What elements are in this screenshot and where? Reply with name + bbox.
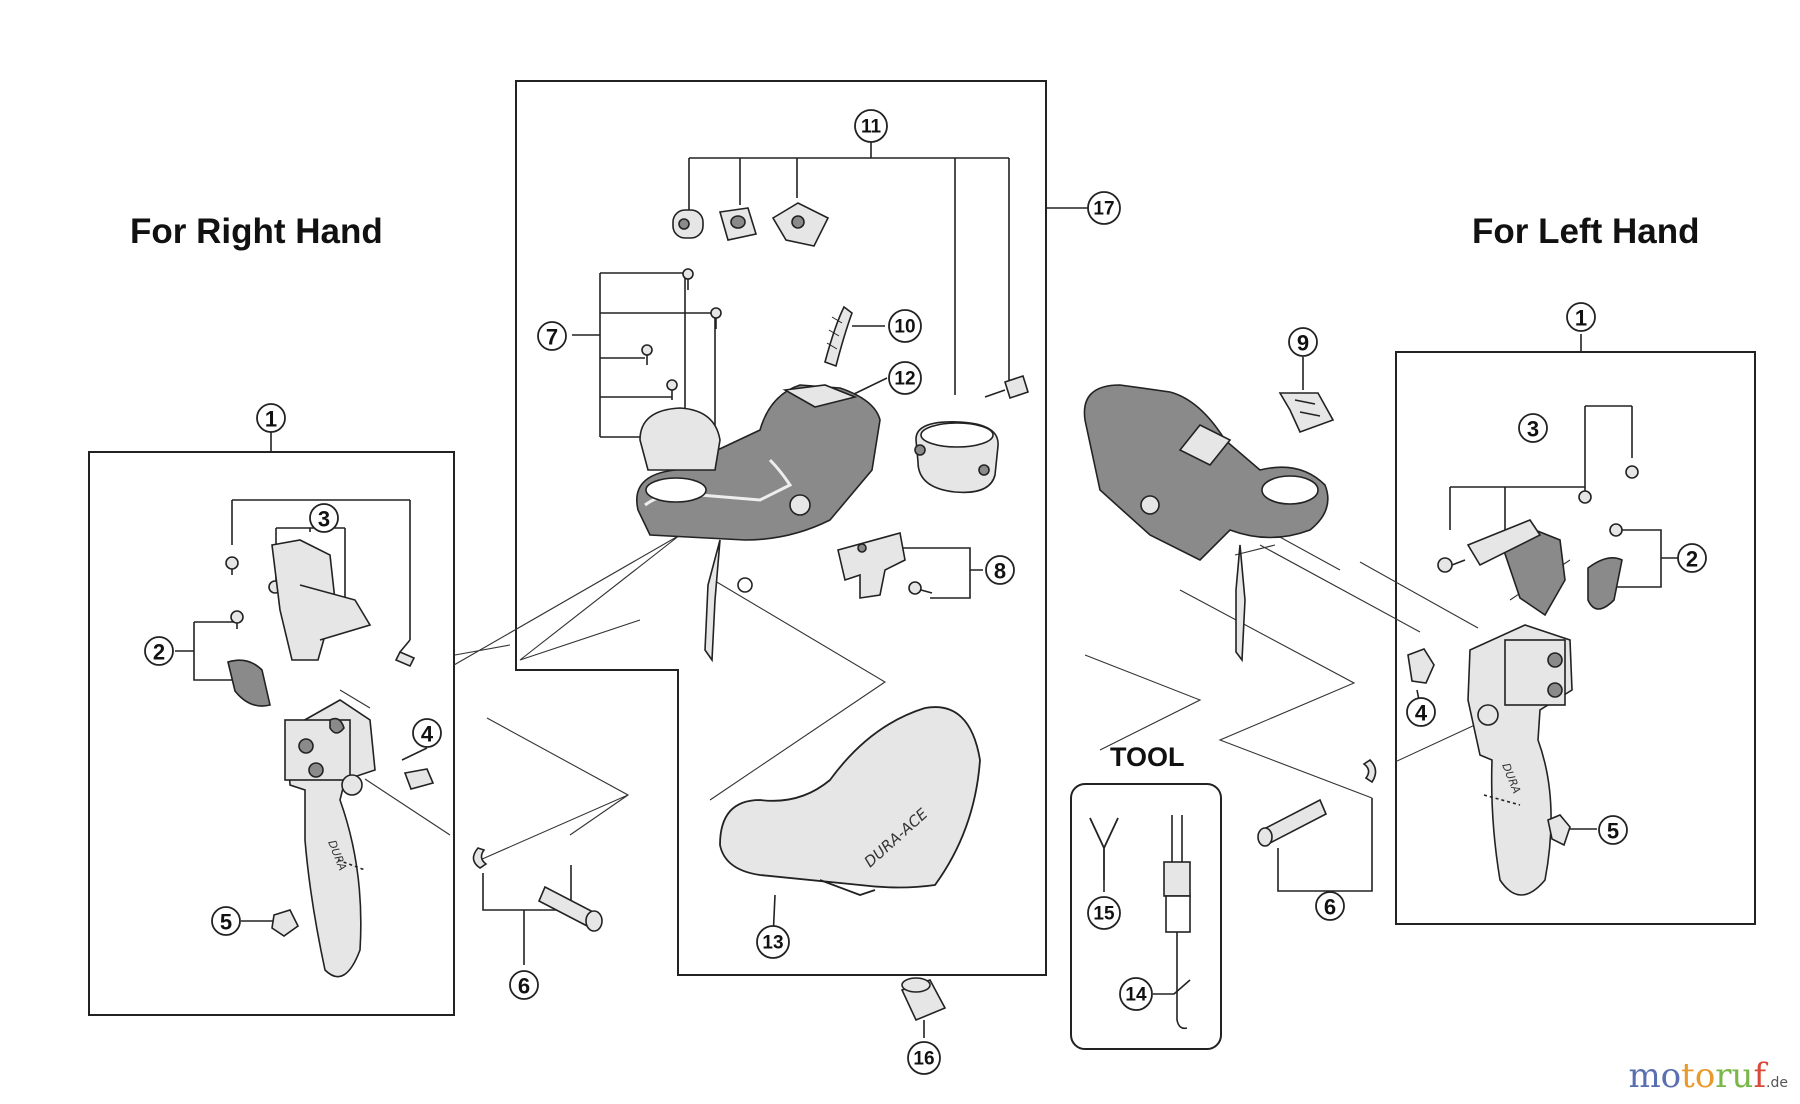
callout-16-circle	[907, 1041, 941, 1075]
callout-3-left-circle	[1518, 413, 1548, 443]
callout-8-circle	[985, 555, 1015, 585]
callout-4-left-circle	[1406, 697, 1436, 727]
left-bracket-body	[1083, 384, 1329, 663]
left-part-4-cap	[1407, 648, 1435, 684]
callout-markers	[144, 109, 1707, 1075]
right-lever-assembly: DURA	[227, 539, 435, 978]
watermark-part-4: f	[1753, 1056, 1767, 1096]
pick-tool	[1163, 815, 1191, 1030]
return-spring	[824, 305, 853, 368]
left-screw-1	[1625, 465, 1639, 479]
right-part-2-cover	[227, 659, 271, 707]
right-part-4-cap	[403, 768, 435, 790]
callout-13: 13	[762, 933, 783, 954]
callout-1-left: 1	[1575, 306, 1587, 331]
tool-heading: TOOL	[1110, 742, 1185, 772]
callout-3-right-circle	[309, 503, 339, 533]
callout-14: 14	[1125, 985, 1147, 1006]
watermark-part-3: ru	[1715, 1056, 1754, 1096]
left-screw-2	[1578, 490, 1592, 504]
bracket-bolt	[908, 581, 933, 595]
fork-tool	[1089, 817, 1119, 880]
left-screw-3	[1609, 523, 1623, 537]
bracket-screw-c	[641, 344, 653, 365]
callout-1-left-circle	[1566, 302, 1596, 332]
right-part-5-cap	[271, 909, 300, 937]
callout-13-circle	[756, 925, 790, 959]
callout-4-right: 4	[421, 722, 434, 747]
callout-15-circle	[1087, 896, 1121, 930]
left-hand-heading: For Left Hand	[1472, 212, 1700, 251]
callout-7-circle	[537, 321, 567, 351]
callout-8: 8	[994, 559, 1006, 584]
shift-unit-nut	[672, 209, 704, 239]
callout-15: 15	[1093, 904, 1115, 925]
callout-3-left: 3	[1527, 417, 1539, 442]
bracket-screw-a	[682, 268, 694, 290]
bushing	[900, 977, 947, 1022]
clamp-band	[914, 421, 999, 494]
callout-11-circle	[854, 109, 888, 143]
callout-9-circle	[1288, 327, 1318, 357]
callout-6-right-circle	[509, 970, 539, 1000]
callout-9: 9	[1297, 331, 1309, 356]
callout-17-circle	[1087, 191, 1121, 225]
clamp-bolt	[984, 374, 1029, 400]
callout-2-right-circle	[144, 636, 174, 666]
right-bracket-body	[636, 384, 881, 663]
right-hand-lever-frame	[88, 451, 455, 1016]
watermark-part-1: mo	[1628, 1056, 1682, 1096]
callout-5-left: 5	[1607, 819, 1619, 844]
callout-14-circle	[1119, 977, 1153, 1011]
left-pin-and-clip	[1257, 758, 1377, 847]
bracket-screw-d	[666, 379, 678, 400]
left-lever-assembly: DURA	[1407, 519, 1623, 896]
callout-16: 16	[913, 1049, 934, 1070]
shift-unit-washer	[718, 207, 758, 241]
bracket-hood: DURA-ACE	[719, 706, 981, 896]
left-part-2-cover	[1587, 557, 1623, 610]
callout-6-left-circle	[1315, 891, 1345, 921]
watermark-suffix: .de	[1766, 1075, 1788, 1091]
left-screw-4	[1437, 557, 1466, 573]
callout-2-left: 2	[1686, 547, 1698, 572]
site-watermark: motoruf.de	[1628, 1056, 1788, 1096]
callout-2-left-circle	[1677, 543, 1707, 573]
callout-5-right: 5	[220, 910, 232, 935]
callout-1-right: 1	[265, 407, 277, 432]
right-screw-4	[394, 639, 416, 668]
callout-17: 17	[1093, 199, 1114, 220]
left-hand-lever-frame	[1395, 351, 1756, 925]
callout-7: 7	[546, 325, 558, 350]
right-hand-heading: For Right Hand	[130, 212, 383, 251]
callout-6-left: 6	[1324, 895, 1336, 920]
right-screw-1	[225, 556, 239, 575]
bracket-plate	[837, 531, 906, 599]
bracket-screw-b	[710, 307, 722, 329]
left-part-5-cap	[1547, 814, 1571, 847]
callout-3-right: 3	[318, 507, 330, 532]
callout-6-right: 6	[518, 974, 530, 999]
callout-12: 12	[894, 369, 915, 390]
bracket-assembly-frame	[515, 80, 1047, 976]
callout-4-left: 4	[1415, 701, 1428, 726]
right-pin-and-clip	[472, 847, 603, 932]
right-screw-3	[230, 610, 244, 629]
callout-10: 10	[894, 317, 915, 338]
callout-11: 11	[861, 117, 882, 138]
callout-12-circle	[888, 361, 922, 395]
left-cover-plate	[1278, 392, 1335, 434]
callout-2-right: 2	[153, 640, 165, 665]
callout-5-left-circle	[1598, 815, 1628, 845]
callout-1-right-circle	[256, 403, 286, 433]
callout-4-right-circle	[412, 718, 442, 748]
callout-5-right-circle	[211, 906, 241, 936]
tool-frame	[1070, 783, 1222, 1050]
watermark-part-2: to	[1681, 1056, 1716, 1096]
callout-10-circle	[888, 309, 922, 343]
shift-unit-plate	[771, 202, 830, 247]
